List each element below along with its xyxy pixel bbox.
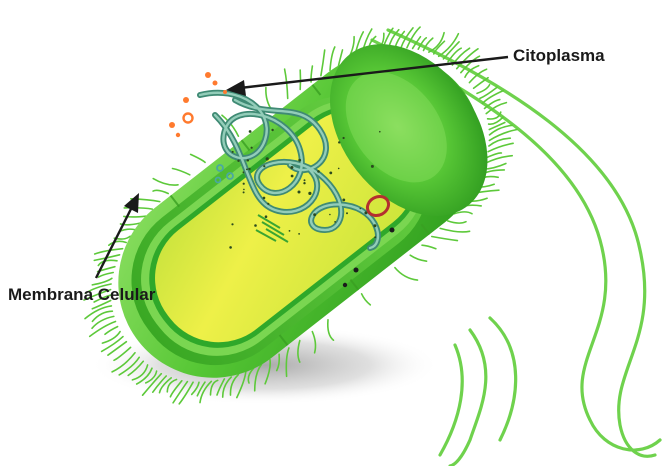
- pilus: [474, 78, 489, 89]
- ribosomes: [169, 72, 227, 137]
- pilus: [477, 85, 490, 94]
- granule: [246, 169, 248, 171]
- pilus: [98, 260, 117, 265]
- granule: [317, 170, 320, 173]
- granule: [229, 246, 232, 249]
- granule: [374, 236, 376, 238]
- granule: [243, 171, 245, 173]
- pilus: [480, 87, 497, 98]
- granule: [267, 203, 269, 205]
- pilus: [487, 153, 502, 158]
- granule: [290, 166, 293, 169]
- granule: [334, 221, 336, 223]
- granule: [313, 213, 316, 216]
- granule: [249, 130, 252, 133]
- pilus: [432, 237, 458, 241]
- granule: [243, 191, 245, 193]
- pilus: [153, 179, 178, 185]
- granule: [251, 147, 253, 149]
- granule: [371, 165, 374, 168]
- granule: [298, 191, 301, 194]
- granule: [291, 175, 294, 178]
- pilus: [448, 48, 461, 62]
- granule: [373, 224, 376, 227]
- granule: [298, 233, 300, 235]
- pilus: [454, 212, 472, 214]
- pilus: [422, 245, 436, 249]
- granule: [237, 160, 239, 162]
- pilus: [321, 50, 325, 76]
- granule: [243, 189, 245, 191]
- pilus: [105, 327, 118, 335]
- pilus: [191, 154, 206, 162]
- pilus: [362, 294, 371, 305]
- pilus: [109, 241, 126, 245]
- granule: [231, 223, 233, 225]
- granule: [263, 197, 266, 200]
- granule: [342, 199, 345, 202]
- granule: [263, 165, 265, 167]
- granule: [232, 151, 234, 153]
- granule: [343, 137, 345, 139]
- granule: [266, 157, 269, 160]
- pilus: [410, 255, 426, 261]
- granule: [360, 208, 362, 210]
- granule: [243, 183, 245, 185]
- pilus: [395, 268, 418, 281]
- granule: [248, 168, 250, 170]
- pilus: [330, 47, 335, 70]
- pilus: [173, 169, 190, 175]
- granule: [364, 211, 367, 214]
- granule: [271, 129, 273, 131]
- pilus: [120, 229, 134, 231]
- granule: [265, 215, 268, 218]
- membrane-label: Membrana Celular: [8, 285, 155, 305]
- granule: [329, 172, 332, 175]
- pilus: [153, 190, 168, 193]
- granule: [338, 168, 340, 170]
- granule: [303, 182, 305, 184]
- pilus: [440, 228, 469, 232]
- cytoplasm-label: Citoplasma: [513, 46, 605, 66]
- pilus: [482, 91, 503, 104]
- granule: [308, 192, 311, 195]
- granule: [298, 159, 301, 162]
- granule: [379, 131, 381, 133]
- pilus: [490, 125, 513, 135]
- pilus: [448, 221, 466, 223]
- granule: [304, 179, 306, 181]
- granule: [329, 214, 331, 216]
- granule: [247, 159, 249, 161]
- pilus: [99, 273, 114, 278]
- granule: [254, 224, 257, 227]
- granule: [338, 141, 340, 143]
- granule: [289, 230, 291, 232]
- granule: [346, 212, 348, 214]
